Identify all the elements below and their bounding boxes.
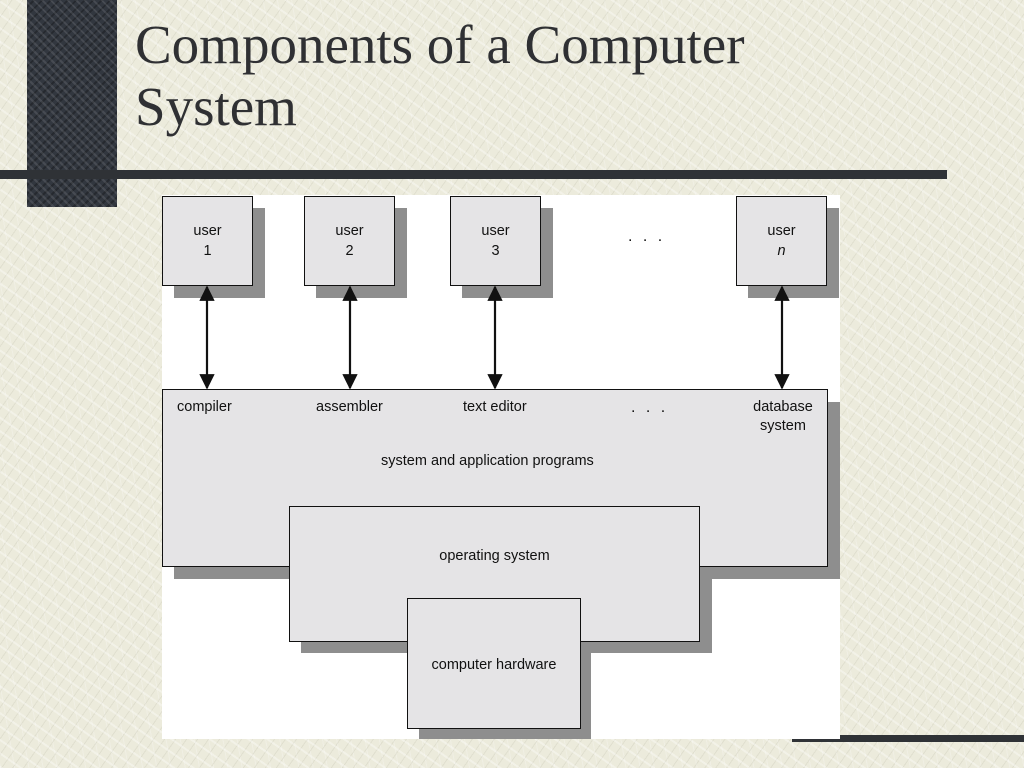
slide-title-line-2: System [135, 76, 297, 137]
database-label-line-1: database [753, 399, 813, 415]
user-1-label: user [193, 223, 222, 239]
user-3-number: 3 [491, 243, 500, 259]
user-2-number: 2 [345, 243, 354, 259]
user-program-arrows [199, 285, 790, 390]
slide-title: Components of a Computer System [135, 14, 995, 138]
user-n-box: user n [736, 196, 827, 286]
programs-ellipsis: . . . [631, 399, 669, 416]
operating-system-label: operating system [439, 548, 550, 564]
user-3-label: user [481, 223, 510, 239]
user-1-box: user 1 [162, 196, 253, 286]
assembler-label: assembler [316, 399, 383, 415]
user-3-box: user 3 [450, 196, 541, 286]
users-ellipsis: . . . [628, 228, 666, 245]
database-system-label: database system [728, 398, 838, 436]
title-rule [0, 170, 947, 179]
user-n-label: user [767, 223, 796, 239]
footer-rule [792, 735, 1024, 742]
user-1-number: 1 [203, 243, 212, 259]
user-2-label: user [335, 223, 364, 239]
computer-hardware-box: computer hardware [407, 598, 581, 729]
components-diagram: user 1 user 2 user 3 user n . . . compil… [162, 195, 840, 739]
user-n-number: n [777, 243, 786, 259]
programs-label: system and application programs [381, 453, 594, 469]
user-2-box: user 2 [304, 196, 395, 286]
computer-hardware-label: computer hardware [431, 657, 557, 673]
text-editor-label: text editor [463, 399, 527, 415]
compiler-label: compiler [177, 399, 232, 415]
database-label-line-2: system [760, 418, 806, 434]
slide-title-line-1: Components of a Computer [135, 14, 745, 75]
